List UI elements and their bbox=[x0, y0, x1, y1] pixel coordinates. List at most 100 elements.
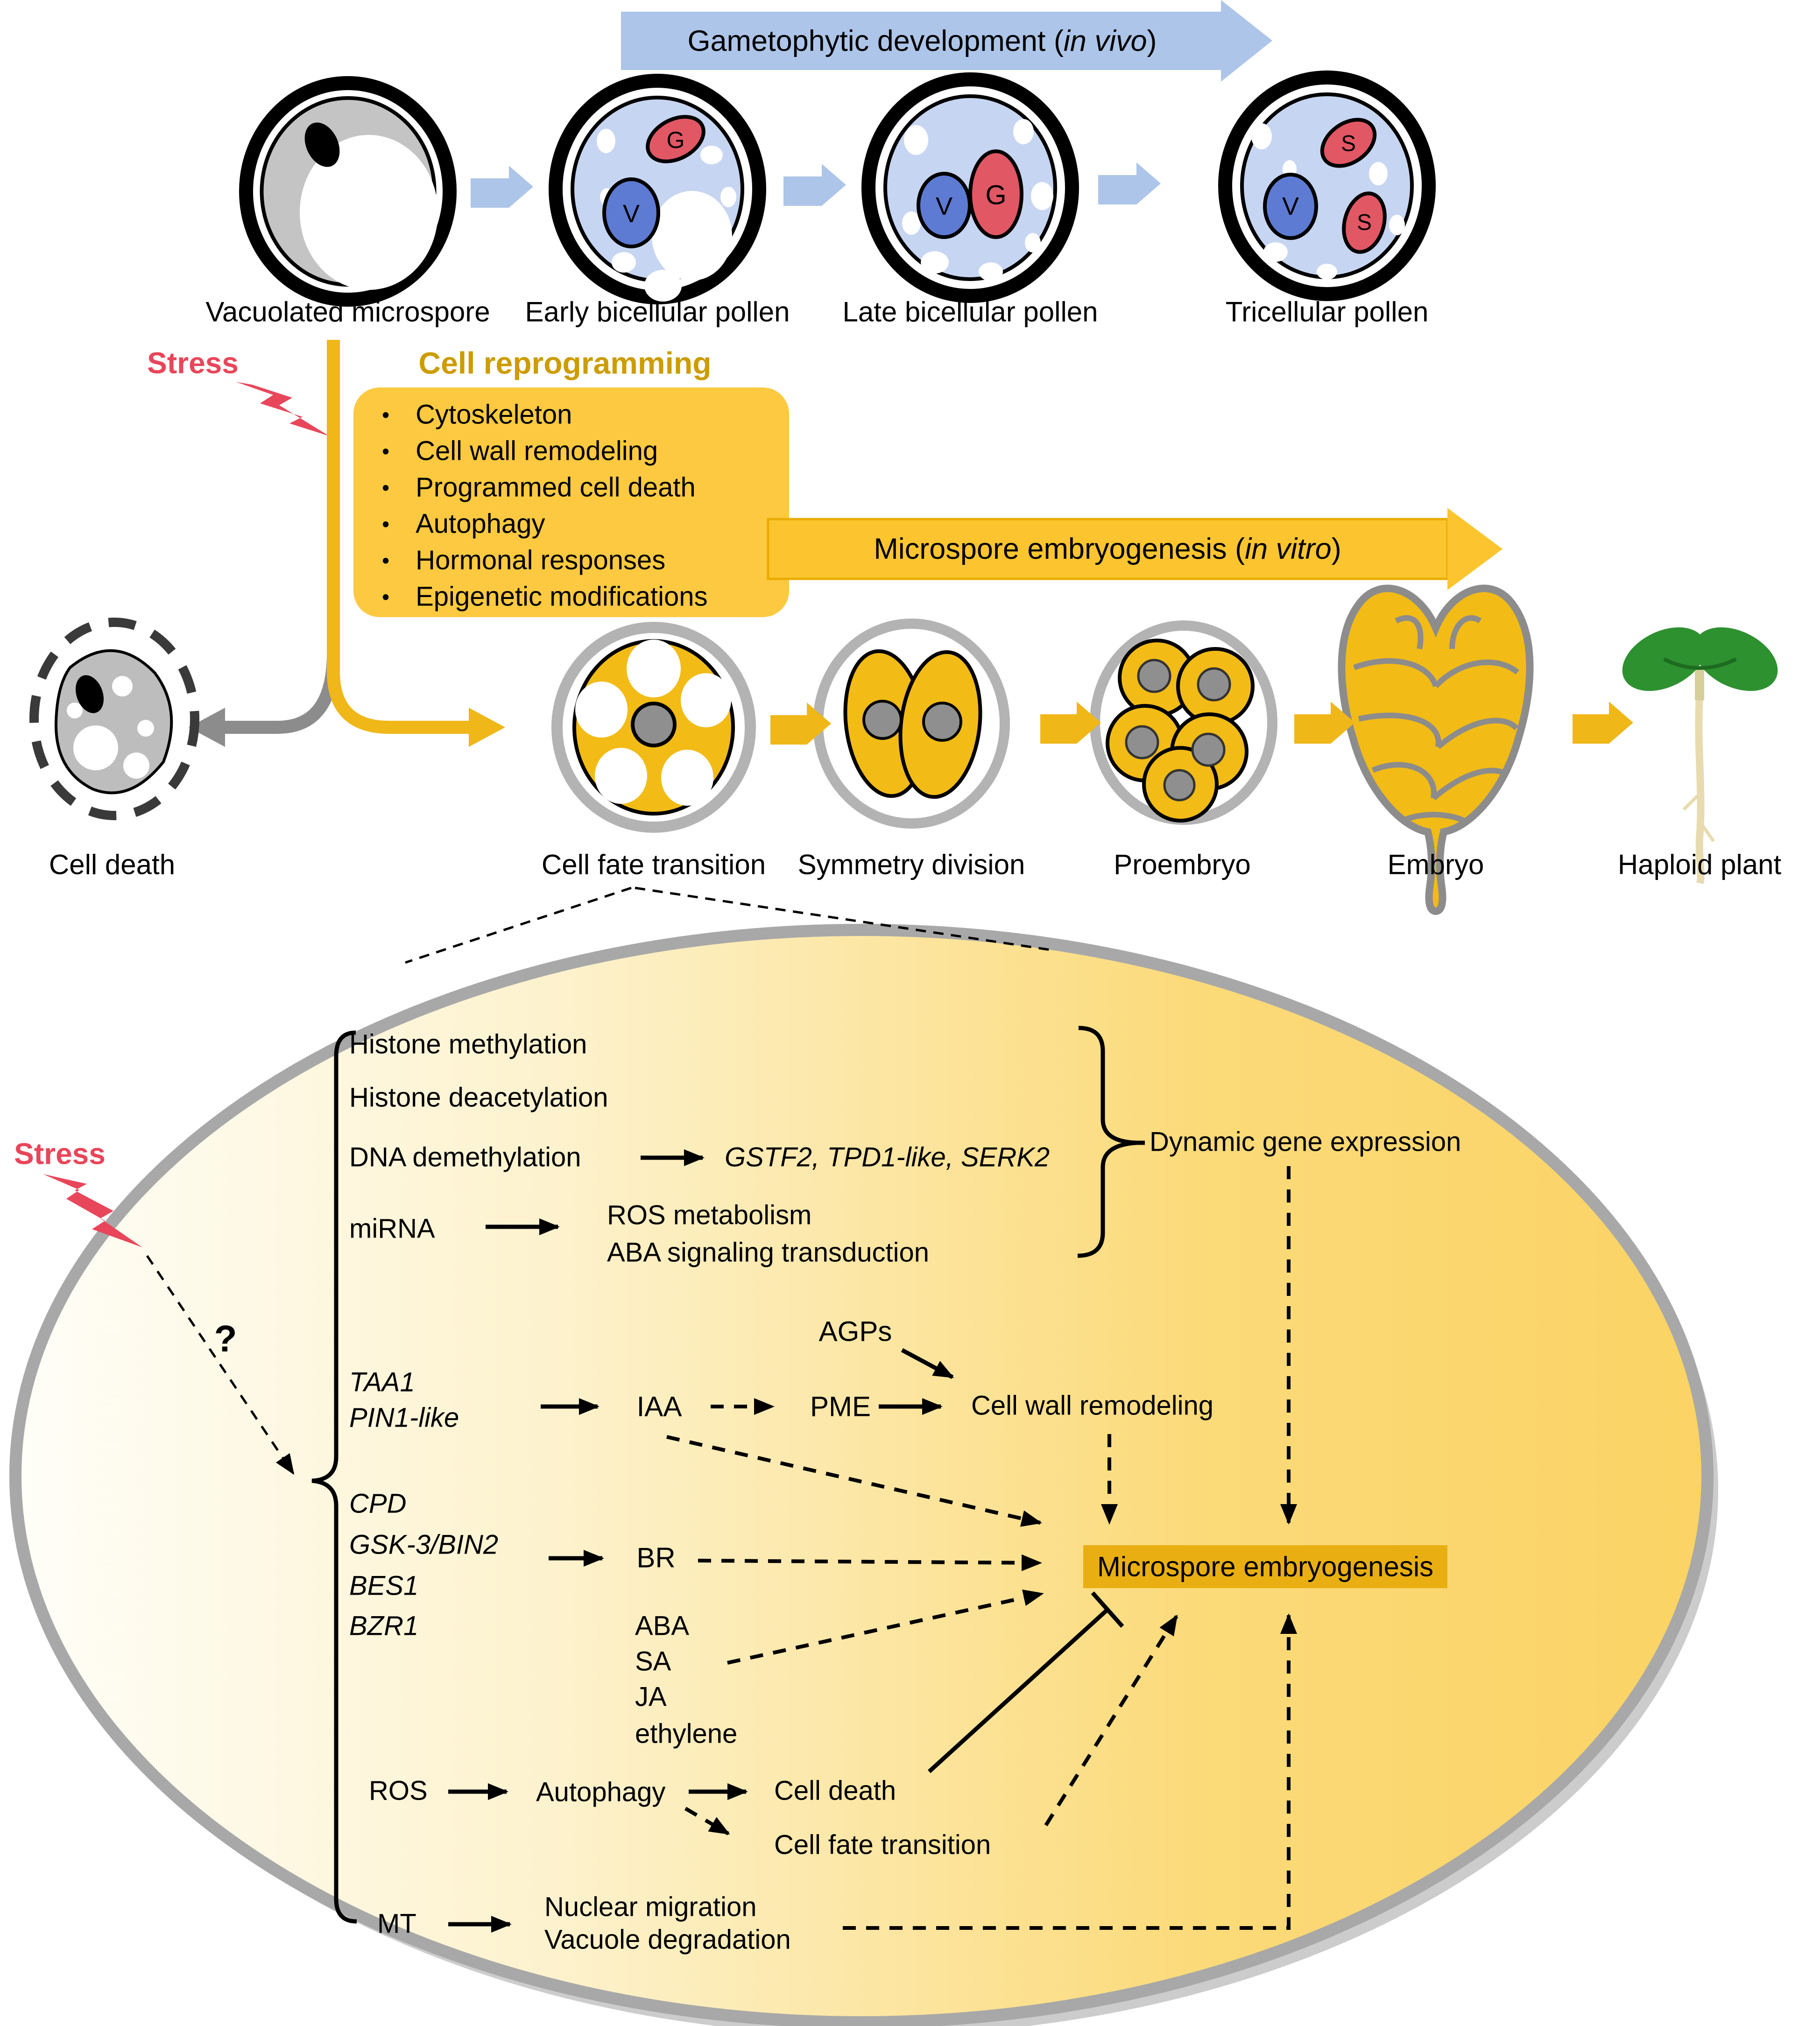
vacuolated-microspore-cell bbox=[239, 76, 457, 307]
symmetry-division-cell bbox=[813, 619, 1010, 829]
gray-branch-arrowhead bbox=[189, 708, 225, 747]
cell-fate-transition-cell bbox=[551, 622, 756, 833]
dashed-cft-box bbox=[1044, 1614, 1178, 1827]
stress-bolt-bottom bbox=[43, 1174, 142, 1247]
label-histone-methylation: Histone methylation bbox=[349, 1029, 587, 1060]
yellow-arrow-4 bbox=[1573, 702, 1633, 744]
label-bzr1: BZR1 bbox=[349, 1611, 419, 1641]
bullet-cytoskeleton: •Cytoskeleton bbox=[382, 399, 572, 430]
label-symmetry-division: Symmetry division bbox=[797, 849, 1025, 880]
label-proembryo: Proembryo bbox=[1114, 849, 1251, 880]
label-ethylene: ethylene bbox=[635, 1718, 738, 1749]
cell-reprogramming-title: Cell reprogramming bbox=[418, 345, 712, 380]
bullet-hormonal-responses: •Hormonal responses bbox=[382, 545, 666, 576]
label-late-bicellular-pollen: Late bicellular pollen bbox=[842, 296, 1098, 328]
nucleus-label-s: S bbox=[1340, 131, 1356, 156]
label-iaa: IAA bbox=[636, 1391, 682, 1422]
inhibition-celldeath-box bbox=[927, 1591, 1124, 1773]
label-aba: ABA bbox=[635, 1611, 690, 1641]
embryo-shape bbox=[1338, 584, 1534, 915]
label-cell-fate-transition-oval: Cell fate transition bbox=[774, 1829, 991, 1860]
nucleus-label-v: V bbox=[622, 200, 640, 228]
nucleus-label-v: V bbox=[1282, 192, 1299, 220]
blue-arrow-1 bbox=[471, 166, 533, 208]
nucleus-label-g: G bbox=[985, 180, 1007, 211]
label-pme: PME bbox=[810, 1391, 871, 1422]
invitro-banner-label: Microspore embryogenesis (in vitro) bbox=[874, 532, 1341, 565]
gray-branch-arrow bbox=[223, 652, 340, 734]
microspore-embryogenesis-box-label: Microspore embryogenesis bbox=[1097, 1551, 1434, 1583]
stress-label-bottom: Stress bbox=[14, 1137, 106, 1171]
question-mark: ? bbox=[214, 1318, 237, 1359]
yellow-arrow-1 bbox=[770, 703, 831, 745]
label-gsk3-bin2: GSK-3/BIN2 bbox=[349, 1529, 499, 1560]
label-autophagy: Autophagy bbox=[536, 1777, 666, 1808]
label-mirna: miRNA bbox=[349, 1213, 435, 1244]
bullet-dot: • bbox=[382, 512, 390, 536]
cell-death-cell bbox=[29, 618, 199, 820]
dashed-hormones-box bbox=[727, 1589, 1044, 1665]
bullet-dot: • bbox=[382, 439, 390, 463]
gametophytic-banner-label: Gametophytic development (in vivo) bbox=[687, 24, 1157, 57]
microspore-embryogenesis-box bbox=[1083, 1545, 1447, 1588]
label-early-bicellular-pollen: Early bicellular pollen bbox=[525, 296, 790, 328]
nucleus-label-s: S bbox=[1356, 210, 1372, 235]
bullet-dot: • bbox=[382, 475, 390, 499]
label-haploid-plant: Haploid plant bbox=[1617, 849, 1782, 880]
label-cell-wall-remodeling: Cell wall remodeling bbox=[971, 1390, 1213, 1421]
zoom-line-left bbox=[405, 886, 632, 964]
label-cell-death: Cell death bbox=[49, 849, 176, 880]
label-taa1: TAA1 bbox=[349, 1367, 415, 1398]
label-tricellular-pollen: Tricellular pollen bbox=[1225, 296, 1429, 328]
dashed-iaa-box bbox=[666, 1435, 1042, 1527]
label-agps: AGPs bbox=[818, 1315, 892, 1347]
invitro-banner-arrow bbox=[767, 508, 1503, 590]
yellow-branch-line bbox=[327, 340, 471, 734]
label-br: BR bbox=[636, 1542, 676, 1574]
bullet-dot: • bbox=[382, 402, 390, 427]
nucleus-label-g: G bbox=[666, 127, 685, 153]
proembryo-cell bbox=[1090, 620, 1277, 825]
stress-dashed-arrow bbox=[146, 1255, 295, 1475]
label-nuclear-migration: Nuclear migration bbox=[544, 1892, 757, 1922]
label-dna-demethylation: DNA demethylation bbox=[349, 1142, 581, 1173]
late-bicellular-pollen-cell bbox=[861, 72, 1079, 303]
label-embryo: Embryo bbox=[1387, 849, 1484, 880]
label-cell-death-oval: Cell death bbox=[774, 1775, 896, 1806]
label-bes1: BES1 bbox=[349, 1570, 419, 1601]
bullet-cell-wall-remodeling: •Cell wall remodeling bbox=[382, 436, 658, 466]
dashed-br-box bbox=[698, 1554, 1042, 1571]
blue-arrow-2 bbox=[783, 164, 846, 206]
nucleus-label-v: V bbox=[935, 192, 953, 220]
yellow-arrow-3 bbox=[1294, 702, 1355, 744]
tricellular-pollen-cell bbox=[1218, 70, 1436, 301]
left-brace bbox=[311, 1030, 357, 1924]
label-dynamic-gene-expression: Dynamic gene expression bbox=[1150, 1126, 1461, 1157]
label-vacuolated-microspore: Vacuolated microspore bbox=[205, 296, 490, 328]
bullet-dot: • bbox=[382, 548, 390, 572]
label-cell-fate-transition: Cell fate transition bbox=[541, 849, 766, 880]
yellow-branch-arrowhead bbox=[469, 708, 505, 747]
early-bicellular-pollen-cell bbox=[549, 74, 766, 304]
label-cpd: CPD bbox=[349, 1488, 407, 1519]
label-ros-metabolism: ROS metabolism bbox=[607, 1200, 812, 1231]
haploid-plant bbox=[1622, 627, 1778, 884]
label-demethylation-genes: GSTF2, TPD1-like, SERK2 bbox=[725, 1142, 1050, 1173]
label-sa: SA bbox=[635, 1646, 671, 1677]
gametophytic-banner-arrow bbox=[621, 0, 1272, 82]
label-ros: ROS bbox=[369, 1775, 428, 1806]
dashed-autophagy-cft bbox=[684, 1807, 730, 1836]
bullet-epigenetic-modifications: •Epigenetic modifications bbox=[382, 581, 708, 612]
stress-bolt-top bbox=[236, 382, 329, 436]
yellow-arrow-2 bbox=[1040, 702, 1101, 744]
bullet-dot: • bbox=[382, 584, 390, 609]
label-vacuole-degradation: Vacuole degradation bbox=[544, 1924, 791, 1955]
label-aba-signaling: ABA signaling transduction bbox=[607, 1237, 929, 1268]
bullet-programmed-cell-death: •Programmed cell death bbox=[382, 472, 696, 503]
stress-label-top: Stress bbox=[147, 346, 239, 380]
label-histone-deacetylation: Histone deacetylation bbox=[349, 1082, 608, 1113]
label-pin1-like: PIN1-like bbox=[349, 1402, 459, 1433]
blue-arrow-3 bbox=[1098, 162, 1161, 204]
cell-reprogramming-box bbox=[353, 387, 789, 617]
